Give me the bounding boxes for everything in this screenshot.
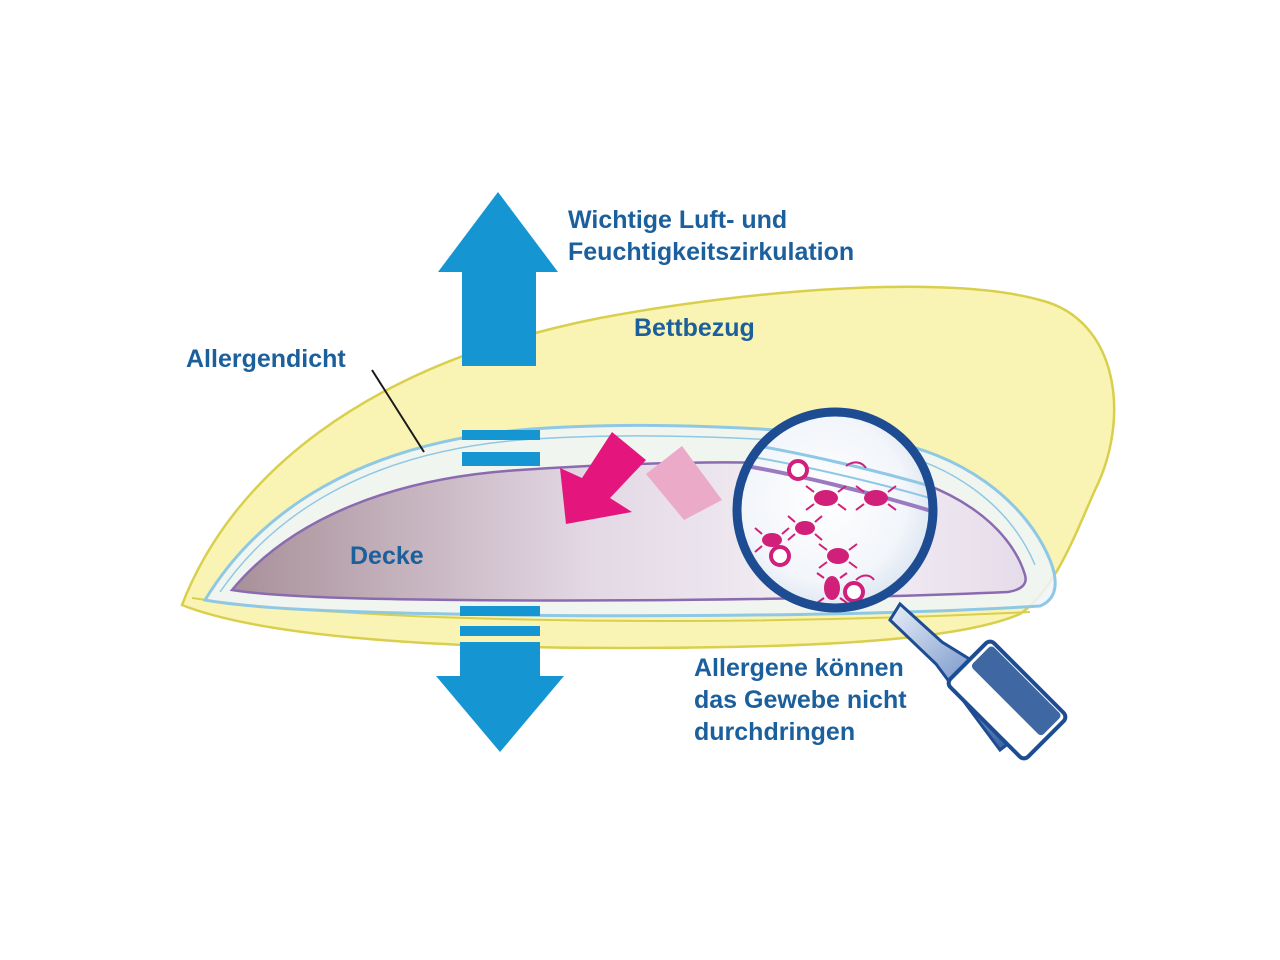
air-vent-lower-b (460, 626, 540, 636)
magnifier-grip-shade (971, 646, 1061, 736)
arrow-down-icon (436, 642, 564, 752)
allergen-tight-label: Allergendicht (186, 345, 346, 373)
allergens-note-line-1: Allergene können (694, 654, 904, 682)
allergens-note-line-3: durchdringen (694, 718, 856, 746)
air-circulation-label-line-1: Wichtige Luft- und (568, 206, 788, 234)
allergen-blocked-arrow (560, 432, 646, 524)
encasing-inner-line (219, 435, 1036, 593)
air-vent-upper-a (462, 430, 540, 440)
allergen-tight-pointer (371, 369, 425, 453)
bed-cover-label: Bettbezug (634, 314, 755, 342)
air-vent-lower-a (460, 606, 540, 616)
pollen-icon (769, 459, 865, 603)
allergens-note-label: Allergene können das Gewebe nicht durchd… (694, 652, 907, 748)
dust-mite-icon (762, 490, 888, 600)
allergens-note-line-2: das Gewebe nicht (694, 686, 907, 714)
air-circulation-label: Wichtige Luft- und Feuchtigkeitszirkulat… (568, 204, 854, 268)
dust-mite-legs (754, 461, 897, 604)
duvet-label: Decke (350, 542, 424, 570)
arrow-up-icon (438, 192, 558, 366)
allergen-arrow-light (646, 446, 722, 520)
air-vent-upper-b (462, 452, 540, 466)
air-circulation-label-line-2: Feuchtigkeitszirkulation (568, 238, 855, 266)
